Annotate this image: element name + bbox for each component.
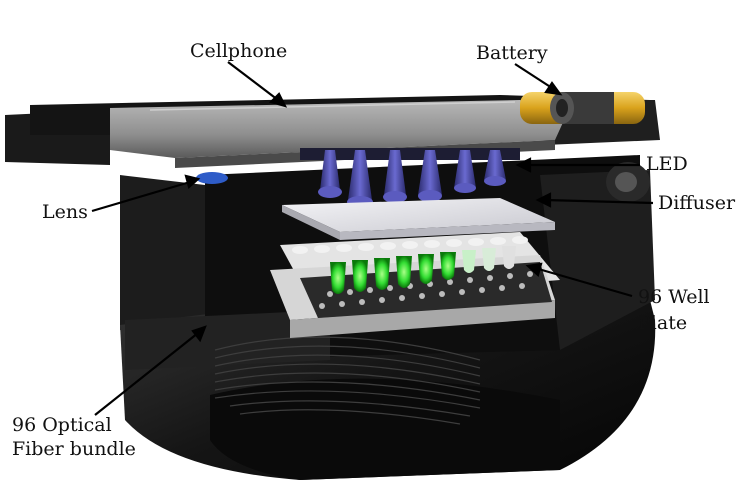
lens-pointer [91, 174, 201, 213]
well-plate-pointer [525, 262, 633, 298]
fiber-bundle-label-line2: Fiber bundle [12, 438, 136, 460]
diffuser-label: Diffuser [658, 192, 736, 214]
cellphone-label: Cellphone [190, 40, 288, 62]
battery-pointer [514, 63, 563, 96]
well-plate-label-line2: Plate [638, 312, 688, 334]
lens-label: Lens [42, 201, 88, 223]
well-plate-label-line1: 96 Well [638, 286, 710, 308]
fiber-bundle-label-line1: 96 Optical [12, 414, 112, 436]
fiber-pointer [94, 325, 207, 416]
led-array [300, 148, 520, 208]
fiber-bundle-label: 96 Optical Fiber bundle [12, 414, 136, 460]
leader-lines [91, 61, 654, 416]
led-pointer [515, 157, 640, 173]
battery [520, 92, 645, 124]
lens [196, 172, 228, 184]
optical-fiber-bundle [214, 336, 481, 425]
well-plate-label: 96 Well Plate [638, 286, 710, 334]
green-wells [330, 246, 516, 294]
led-label: LED [646, 153, 688, 175]
battery-label: Battery [476, 42, 548, 64]
cellphone-pointer [227, 61, 288, 108]
diffuser-pointer [535, 192, 654, 208]
diffuser [282, 198, 555, 240]
